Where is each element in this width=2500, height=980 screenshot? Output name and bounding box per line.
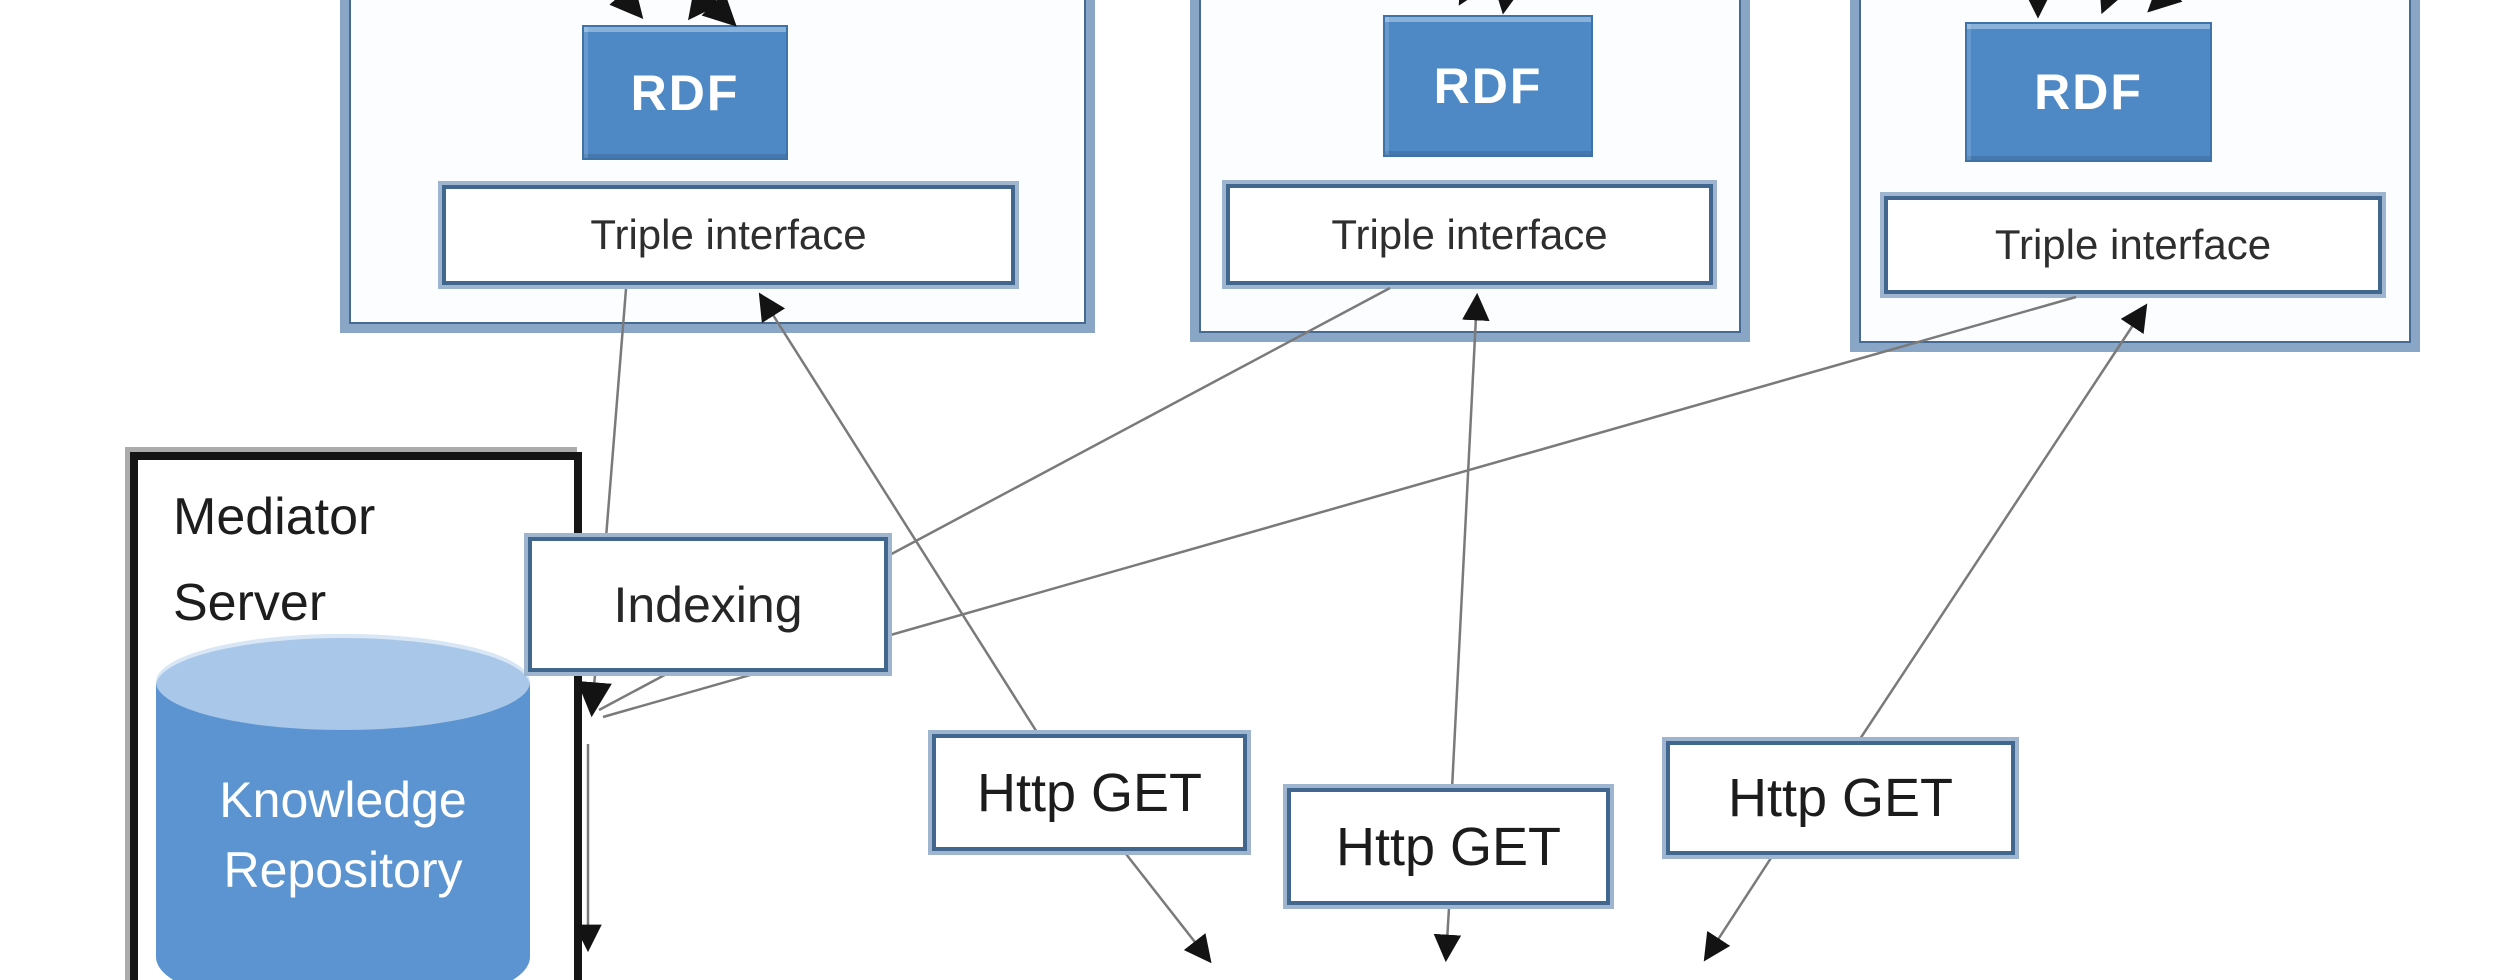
rdf-box-3: RDF (1965, 22, 2212, 162)
http-get-2-label: Http GET (1335, 816, 1562, 877)
http-get-3-label: Http GET (1727, 768, 1954, 828)
rdf-box-3-label: RDF (2034, 64, 2143, 120)
http-get-box-3: Http GET (1666, 741, 2015, 855)
incoming-arrow-rdf3-b (2098, 0, 2130, 15)
http-get-1-label: Http GET (976, 762, 1203, 823)
indexing-box: Indexing (528, 537, 888, 672)
knowledge-repository-label-line2: Repository (223, 842, 463, 898)
rdf-box-2-label: RDF (1433, 58, 1543, 114)
connector-httpget3-to-triple3 (1856, 303, 2148, 743)
connector-httpget2-to-triple2 (1450, 292, 1490, 790)
connector-httpget1-to-triple1 (758, 292, 1042, 738)
incoming-arrow-rdf1-c (701, 0, 737, 27)
mediator-title-line1: Mediator (173, 488, 376, 546)
triple-interface-2-label: Triple interface (1331, 210, 1608, 258)
triple-interface-box-1: Triple interface (442, 185, 1015, 285)
mediator-server-title: Mediator Server (173, 474, 375, 646)
rdf-box-1-label: RDF (630, 64, 740, 121)
http-get-box-2: Http GET (1287, 788, 1610, 905)
triple-interface-box-3: Triple interface (1884, 196, 2382, 294)
connector-httpget3-down (1703, 857, 1773, 962)
incoming-arrow-rdf2-b (1492, 0, 1525, 15)
rdf-box-1: RDF (582, 25, 788, 160)
knowledge-repository-cylinder (156, 682, 530, 980)
incoming-arrow-rdf1-a (609, 0, 644, 20)
incoming-arrow-rdf3-c (2147, 0, 2183, 13)
connector-httpget2-down (1433, 907, 1462, 963)
triple-interface-box-2: Triple interface (1226, 184, 1713, 285)
triple-interface-3-label: Triple interface (1994, 221, 2272, 268)
http-get-box-1: Http GET (932, 734, 1247, 851)
connector-httpget1-down (1125, 853, 1212, 964)
knowledge-repository-cylinder-top (156, 634, 530, 730)
indexing-label: Indexing (613, 576, 803, 633)
triple-interface-1-label: Triple interface (590, 211, 867, 258)
knowledge-repository-label-line1: Knowledge (219, 772, 467, 828)
knowledge-repository-label: Knowledge Repository (156, 765, 530, 905)
rdf-box-2: RDF (1383, 15, 1593, 157)
mediator-title-line2: Server (173, 574, 327, 632)
